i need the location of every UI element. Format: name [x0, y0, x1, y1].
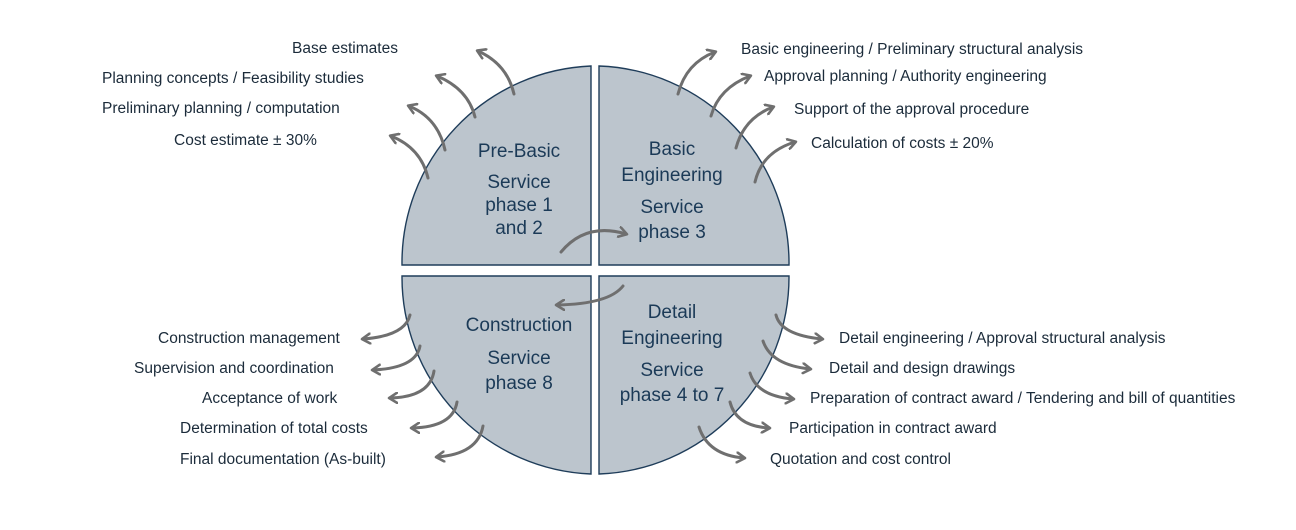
- arrow-basic-engineering: [676, 52, 715, 96]
- basic-title-line1: Basic: [649, 139, 695, 160]
- arrow-contract-award-prep: [748, 371, 793, 399]
- basic-phase: phase 3: [638, 222, 706, 243]
- quadrant-pre-basic: [401, 65, 592, 266]
- arrow-acceptance: [390, 369, 436, 398]
- quadrant-detail-engineering: [598, 275, 790, 475]
- arrow-planning-concepts: [437, 76, 477, 119]
- arrow-approval-planning: [709, 76, 750, 118]
- label-cost-estimate: Cost estimate ± 30%: [174, 132, 317, 149]
- detail-title-line2: Engineering: [621, 328, 722, 349]
- arrow-supervision: [373, 344, 422, 370]
- arrow-final-documentation: [437, 424, 485, 457]
- pre-basic-phase-line1: phase 1: [485, 195, 553, 216]
- label-acceptance: Acceptance of work: [202, 390, 338, 407]
- label-total-costs: Determination of total costs: [180, 420, 368, 437]
- label-base-estimates: Base estimates: [292, 40, 398, 57]
- label-design-drawings: Detail and design drawings: [829, 360, 1015, 377]
- flow-arrow-detail-to-construction: [557, 284, 625, 305]
- flow-arrow-prebasic-to-basic: [559, 231, 626, 254]
- basic-title-line2: Engineering: [621, 165, 722, 186]
- label-approval-planning: Approval planning / Authority engineerin…: [764, 68, 1047, 85]
- label-final-documentation: Final documentation (As-built): [180, 451, 386, 468]
- pre-basic-service: Service: [487, 172, 550, 193]
- basic-service: Service: [640, 197, 703, 218]
- label-detail-engineering: Detail engineering / Approval structural…: [839, 330, 1166, 347]
- label-contract-award-prep: Preparation of contract award / Tenderin…: [810, 390, 1236, 407]
- arrow-design-drawings: [761, 339, 810, 369]
- label-construction-management: Construction management: [158, 330, 340, 347]
- label-support-approval: Support of the approval procedure: [794, 101, 1029, 118]
- arrow-calculation-costs: [753, 142, 795, 184]
- arrow-support-approval: [734, 107, 773, 150]
- label-supervision: Supervision and coordination: [134, 360, 334, 377]
- label-calculation-costs: Calculation of costs ± 20%: [811, 135, 994, 152]
- arrow-preliminary-planning: [409, 106, 447, 152]
- label-quotation: Quotation and cost control: [770, 451, 951, 468]
- arrow-construction-management: [363, 313, 412, 339]
- arrow-quotation: [697, 425, 744, 458]
- pre-basic-phase-line2: and 2: [495, 218, 543, 239]
- arrow-base-estimates: [478, 51, 516, 96]
- label-preliminary-planning: Preliminary planning / computation: [102, 100, 340, 117]
- arrow-cost-estimate: [391, 136, 430, 180]
- construction-phase: phase 8: [485, 373, 553, 394]
- arrow-participation-award: [728, 400, 769, 428]
- label-basic-engineering: Basic engineering / Preliminary structur…: [741, 41, 1083, 58]
- label-planning-concepts: Planning concepts / Feasibility studies: [102, 70, 364, 87]
- pre-basic-title: Pre-Basic: [478, 141, 560, 162]
- construction-service: Service: [487, 348, 550, 369]
- label-participation-award: Participation in contract award: [789, 420, 997, 437]
- arrow-detail-engineering: [774, 313, 822, 339]
- arrow-total-costs: [412, 400, 459, 428]
- detail-service: Service: [640, 360, 703, 381]
- construction-title: Construction: [466, 315, 573, 336]
- detail-title-line1: Detail: [648, 302, 697, 323]
- detail-phase: phase 4 to 7: [620, 385, 725, 406]
